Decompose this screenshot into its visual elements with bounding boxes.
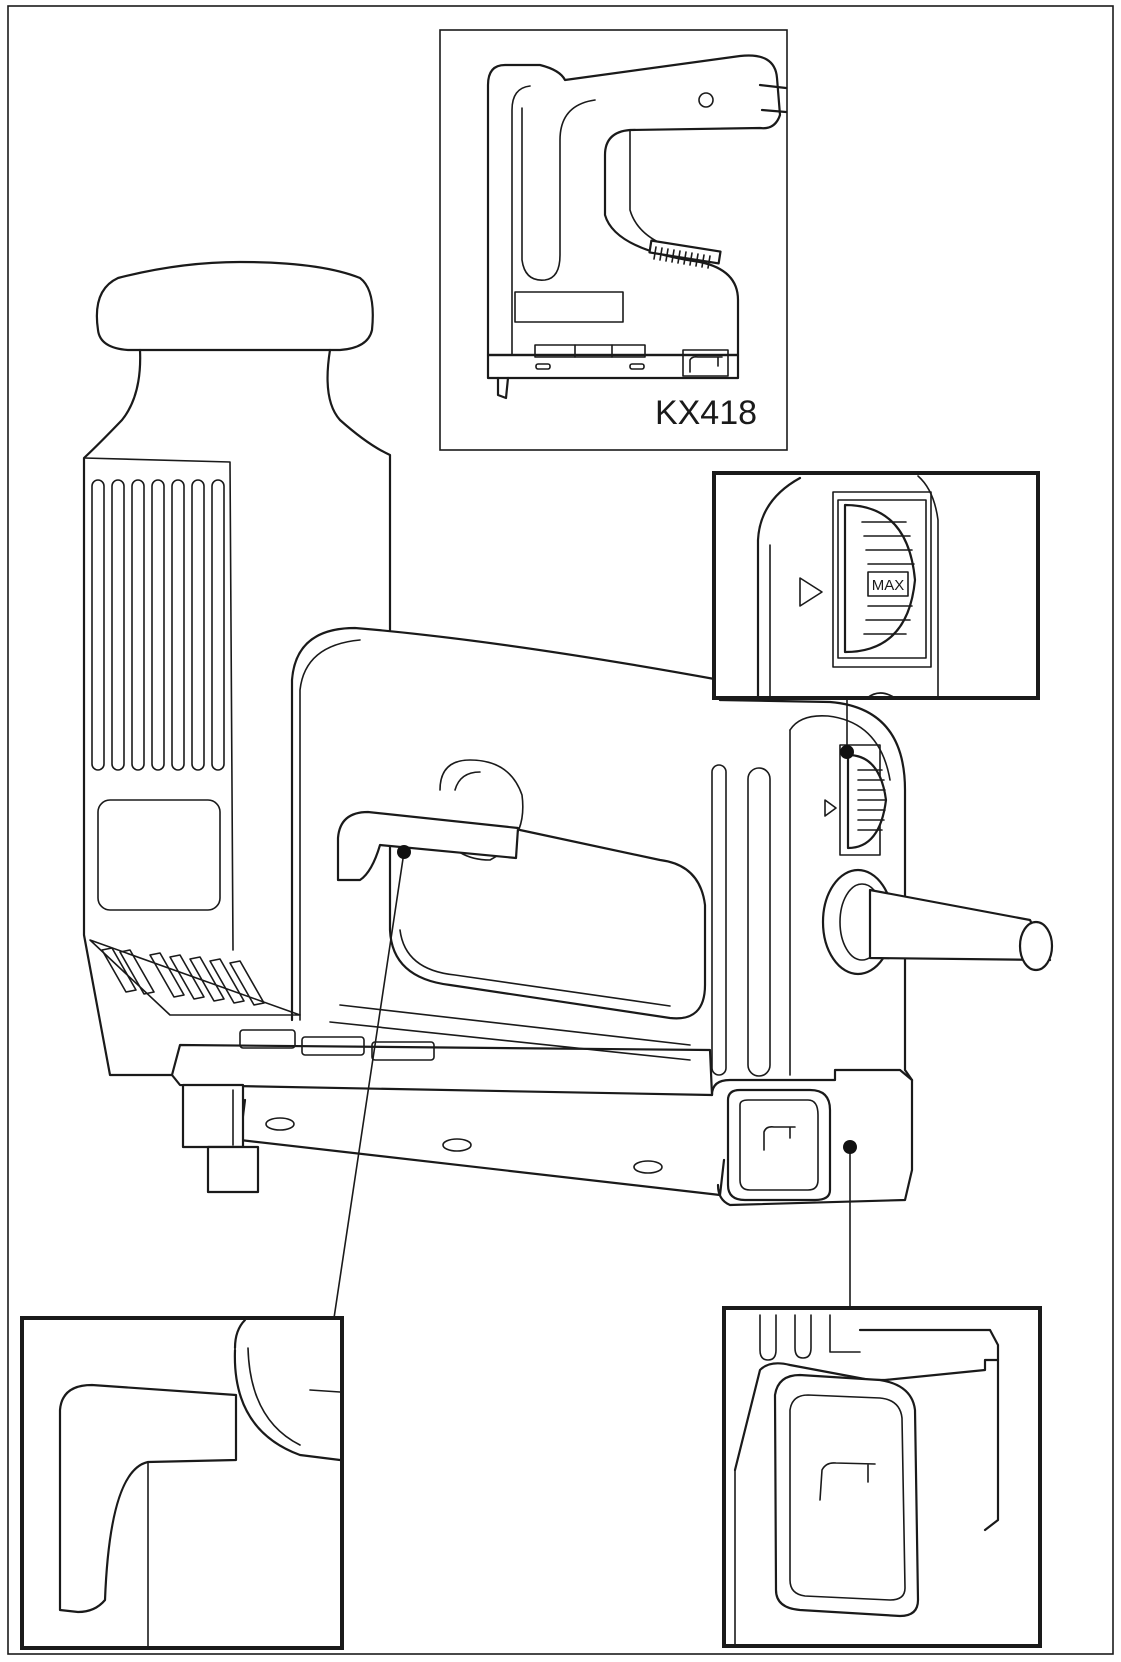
dial-label: MAX: [872, 577, 905, 594]
depth-dial: [824, 744, 888, 856]
page-border: [7, 5, 1114, 1655]
handle: [290, 626, 722, 1022]
model-label: KX418: [655, 394, 757, 432]
main-stapler-outline: [82, 260, 1054, 1207]
head: [718, 698, 914, 1082]
inset-depth-dial: MAX: [712, 471, 1040, 700]
trigger-callout: [333, 851, 405, 1319]
magazine-release: [726, 1088, 832, 1202]
kx418-stapler-outline: [486, 54, 788, 400]
top-cap: [95, 260, 374, 352]
label-plate: [97, 799, 221, 911]
callout-leaders: [333, 697, 857, 1319]
inset-trigger: [20, 1316, 344, 1650]
lower-vents: [101, 947, 265, 1006]
trigger: [336, 810, 520, 882]
inset-kx418: KX418: [439, 29, 788, 451]
vent-slots: [91, 479, 225, 771]
handle-window: [388, 828, 707, 1020]
inset-magazine-release: [722, 1306, 1042, 1648]
cord: [821, 868, 1054, 976]
